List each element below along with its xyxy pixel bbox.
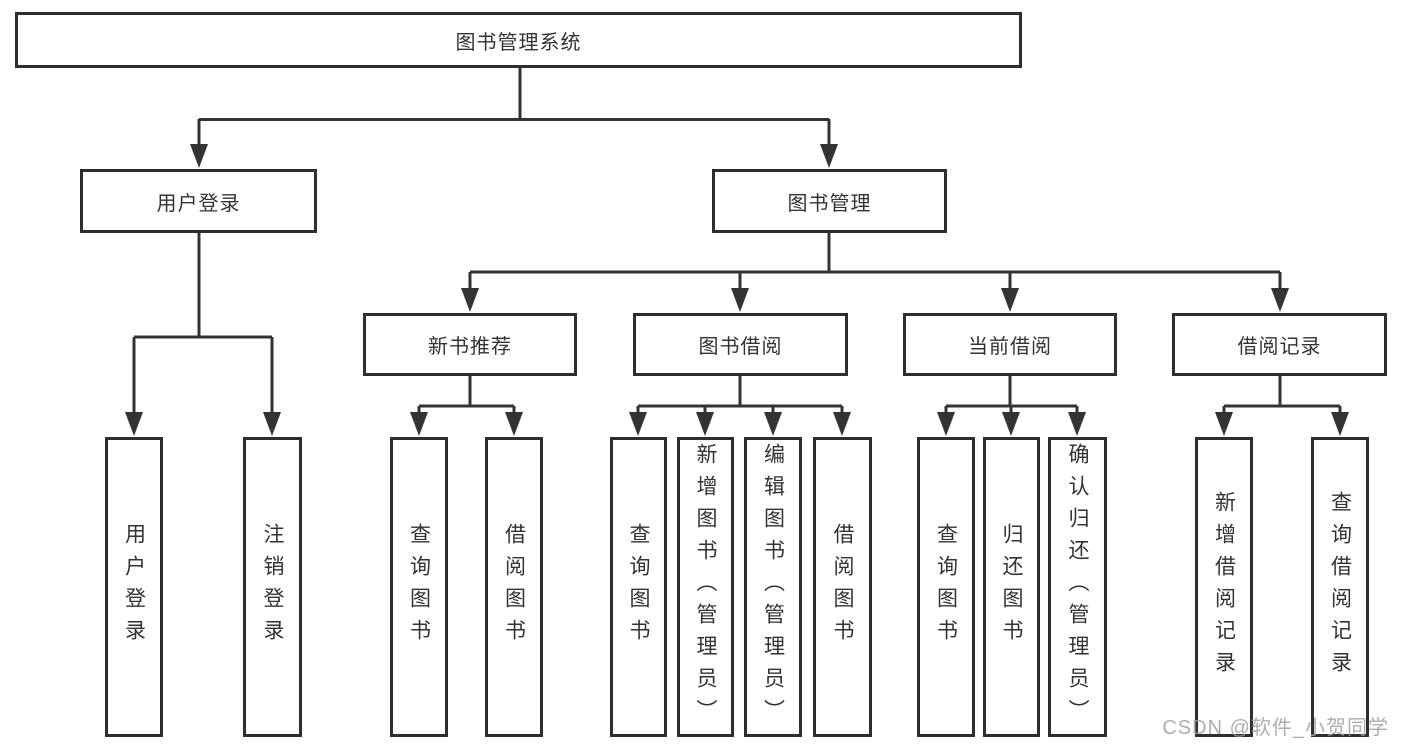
leaf-current-return-books: 归还图书	[983, 437, 1040, 737]
arrow-down-icon	[764, 412, 782, 436]
arrow-down-icon	[833, 412, 851, 436]
arrow-down-icon	[190, 144, 208, 168]
arrow-down-icon	[461, 288, 479, 312]
book-borrow-connector-line	[636, 376, 844, 414]
leaf-newbook-borrow-books: 借阅图书	[485, 437, 543, 737]
leaf-borrow-add-books-admin: 新增图书（管理员）	[677, 437, 734, 737]
arrow-down-icon	[1068, 412, 1086, 436]
leaf-borrow-query-books: 查询图书	[610, 437, 667, 737]
node-book-management: 图书管理	[712, 169, 947, 233]
arrow-down-icon	[1002, 412, 1020, 436]
root-connector-line	[197, 68, 831, 146]
node-user-login: 用户登录	[80, 169, 317, 233]
leaf-newbook-query-books: 查询图书	[390, 437, 448, 737]
arrow-down-icon	[1331, 412, 1349, 436]
node-borrow-records: 借阅记录	[1172, 313, 1387, 376]
arrow-down-icon	[505, 412, 523, 436]
arrow-down-icon	[696, 412, 714, 436]
leaf-borrow-borrow-books: 借阅图书	[813, 437, 872, 737]
leaf-records-add-borrow-record: 新增借阅记录	[1195, 437, 1253, 737]
arrow-down-icon	[410, 412, 428, 436]
node-book-borrow: 图书借阅	[633, 313, 848, 376]
current-borrow-connector-line	[944, 376, 1079, 414]
arrow-down-icon	[1271, 288, 1289, 312]
arrow-down-icon	[731, 288, 749, 312]
book-management-connector-line	[468, 233, 1282, 290]
user-login-connector-line	[132, 233, 274, 414]
leaf-records-query-borrow-record: 查询借阅记录	[1311, 437, 1369, 737]
leaf-user-login: 用户登录	[105, 437, 163, 737]
leaf-current-query-books: 查询图书	[917, 437, 975, 737]
arrow-down-icon	[629, 412, 647, 436]
arrow-down-icon	[937, 412, 955, 436]
node-new-book-recommend: 新书推荐	[363, 313, 577, 376]
leaf-borrow-edit-books-admin: 编辑图书（管理员）	[744, 437, 802, 737]
arrow-down-icon	[820, 144, 838, 168]
new-book-connector-line	[417, 376, 516, 414]
arrow-down-icon	[1001, 288, 1019, 312]
node-current-borrow: 当前借阅	[903, 313, 1117, 376]
leaf-current-confirm-return-admin: 确认归还（管理员）	[1048, 437, 1107, 737]
arrow-down-icon	[1215, 412, 1233, 436]
arrow-down-icon	[125, 412, 143, 436]
arrow-down-icon	[263, 412, 281, 436]
borrow-records-connector-line	[1222, 376, 1342, 414]
watermark: CSDN @软件_小贺同学	[1162, 717, 1389, 739]
node-library-system-root: 图书管理系统	[15, 12, 1022, 68]
leaf-logout-login: 注销登录	[243, 437, 302, 737]
